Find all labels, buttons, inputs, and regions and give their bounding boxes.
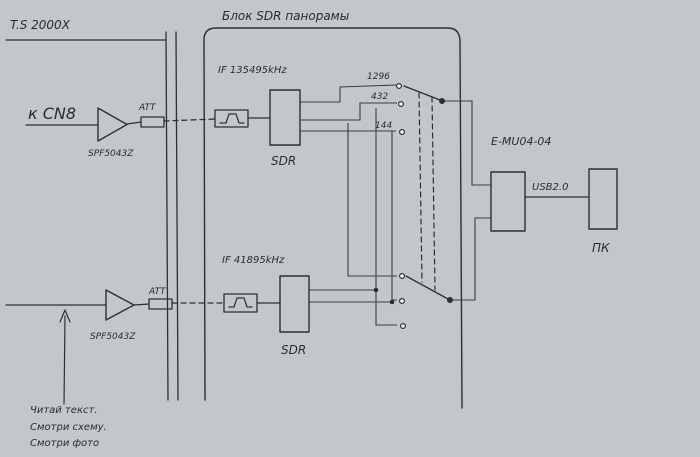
contact-bottom-1 xyxy=(399,273,406,280)
filter-top-symbol xyxy=(219,113,245,124)
label-note-1: Читай текст. xyxy=(30,405,98,416)
label-att-bottom: ATT xyxy=(148,287,167,297)
junction-2 xyxy=(389,299,395,305)
contact-bottom-3 xyxy=(400,323,407,330)
label-att-top: ATT xyxy=(138,103,157,113)
label-ts2000x: T.S 2000X xyxy=(10,18,71,32)
emu-box xyxy=(490,171,526,232)
sdr-top-box xyxy=(269,89,301,146)
switch-link-1 xyxy=(418,92,423,283)
ts2000x-boundary-left xyxy=(165,31,169,401)
amp-bottom-triangle xyxy=(105,289,135,321)
label-note-3: Смотри фото xyxy=(30,438,99,449)
contact-1296 xyxy=(396,82,403,89)
label-note-2: Смотри схему. xyxy=(30,422,107,433)
contact-144 xyxy=(399,129,406,136)
label-band-1296: 1296 xyxy=(367,72,390,82)
switch-link-2 xyxy=(431,96,436,291)
label-if-top: IF 135495kHz xyxy=(218,65,287,76)
note-arrow-head xyxy=(59,309,71,323)
filter-bottom-symbol xyxy=(228,297,253,308)
switch-top-wiper xyxy=(403,85,441,101)
label-amp-top: SPF5043Z xyxy=(88,149,134,159)
sdr-block-frame xyxy=(203,27,463,409)
pc-box xyxy=(588,168,618,230)
contact-432 xyxy=(398,100,405,107)
wire-vertical-b xyxy=(375,108,397,326)
wire-top-common xyxy=(445,100,491,186)
wire-bottom-common xyxy=(453,217,491,301)
label-cn8: к CN8 xyxy=(28,104,76,123)
note-arrow xyxy=(63,315,66,405)
junction-1 xyxy=(373,287,379,293)
label-band-432: 432 xyxy=(371,92,388,102)
contact-bottom-2 xyxy=(399,298,406,305)
label-if-bottom: IF 41895kHz xyxy=(222,255,285,266)
label-band-144: 144 xyxy=(375,121,392,131)
wire-sdr-top-432 xyxy=(300,102,397,121)
label-usb: USB2.0 xyxy=(532,182,568,193)
att-bottom-box xyxy=(148,298,173,310)
sdr-bottom-box xyxy=(279,275,310,333)
label-sdr-top: SDR xyxy=(271,154,296,168)
label-sdr-bottom: SDR xyxy=(281,343,306,357)
wire-sdr-top-1296 xyxy=(300,84,397,103)
label-sdr-block: Блок SDR панорамы xyxy=(222,9,349,23)
att-top-box xyxy=(140,116,165,128)
label-amp-bottom: SPF5043Z xyxy=(90,332,136,342)
label-emu: E-MU04-04 xyxy=(491,135,551,148)
amp-top-to-att xyxy=(126,121,142,125)
switch-bottom-pivot xyxy=(447,297,453,303)
wire-vertical-a xyxy=(347,123,397,277)
top-dashed-link xyxy=(163,118,216,122)
amp-top-triangle xyxy=(97,107,128,142)
amp-bottom-to-att xyxy=(133,303,150,306)
switch-bottom-wiper xyxy=(405,275,449,300)
ts2000x-boundary-right xyxy=(175,31,179,401)
label-pc: ПК xyxy=(592,241,610,255)
switch-top-pivot xyxy=(439,98,445,104)
